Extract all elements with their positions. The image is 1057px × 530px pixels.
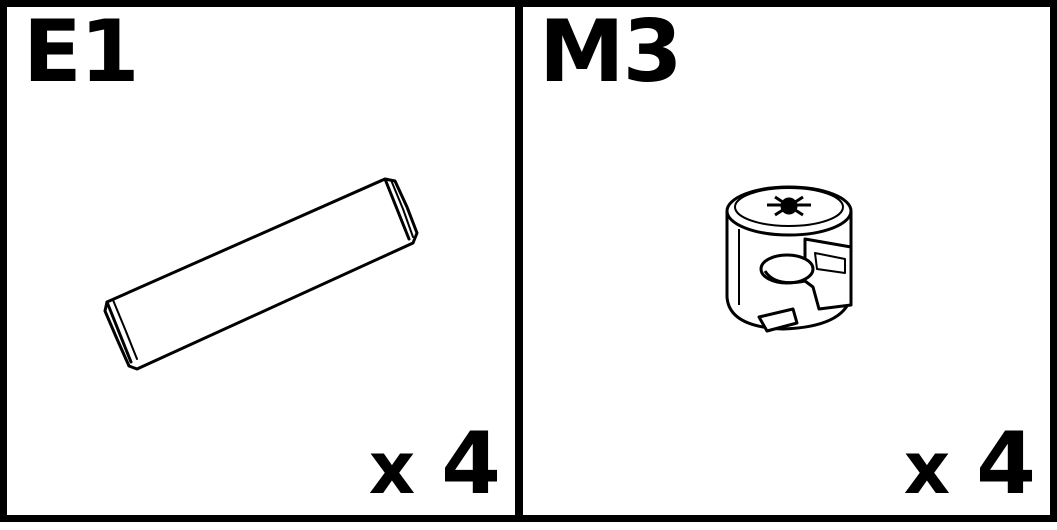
quantity-prefix: x xyxy=(368,426,416,510)
quantity-prefix: x xyxy=(903,426,951,510)
quantity-value: 4 xyxy=(976,414,1036,514)
cam-lock-icon xyxy=(725,185,853,333)
part-code: E1 xyxy=(23,2,140,102)
part-code: M3 xyxy=(539,2,682,102)
part-panel-m3: M3 xyxy=(516,0,1057,522)
dowel-icon xyxy=(103,177,419,371)
quantity-value: 4 xyxy=(441,414,501,514)
